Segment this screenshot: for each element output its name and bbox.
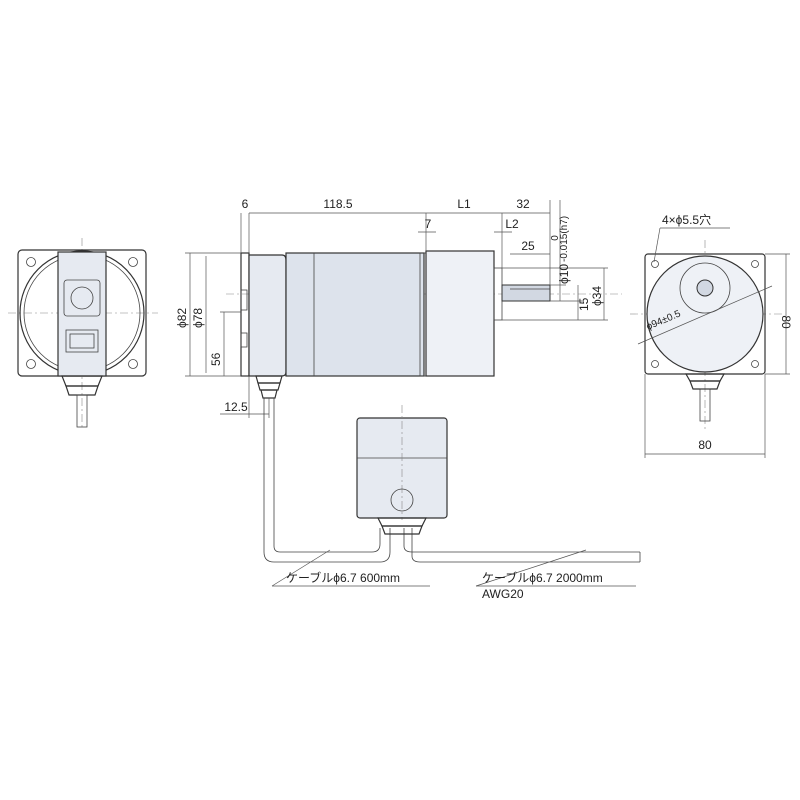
mount-hole-bl xyxy=(26,359,36,369)
motor-body xyxy=(285,252,425,377)
mount-hole-tr xyxy=(128,257,138,267)
gear-head xyxy=(425,250,495,377)
leader-cable2 xyxy=(475,549,587,587)
dim-15: 15 xyxy=(577,297,591,311)
motor-cable-inner xyxy=(273,398,381,553)
dim-phi78: ϕ78 xyxy=(191,308,205,328)
dim-80-bottom: 80 xyxy=(698,438,712,452)
front-pilot-circle xyxy=(679,262,731,314)
dim-phi82: ϕ82 xyxy=(175,308,189,328)
dim-L1: L1 xyxy=(457,197,471,211)
dim-6: 6 xyxy=(242,197,249,211)
side-gland-2 xyxy=(257,382,281,391)
front-gear-circle xyxy=(646,255,764,373)
rear-cable xyxy=(76,394,88,428)
controller-knob xyxy=(390,488,414,512)
terminal-knob xyxy=(70,286,94,310)
leader-cable1 xyxy=(271,549,331,587)
dim-7: 7 xyxy=(425,217,432,231)
awg-label: AWG20 xyxy=(482,587,524,601)
front-end-view xyxy=(630,227,790,458)
front-hole-tr xyxy=(751,260,759,268)
side-terminal-tab-1 xyxy=(240,289,248,311)
dim-line-phi94 xyxy=(637,285,773,345)
terminal-label-plate xyxy=(65,329,99,353)
dim-80-side: 80 xyxy=(779,315,793,329)
terminal-box xyxy=(57,251,107,377)
side-gland-1 xyxy=(255,375,283,384)
front-hole-br xyxy=(751,360,759,368)
cable1-label: ケーブルϕ6.7 600mm xyxy=(286,570,400,585)
side-gland-3 xyxy=(260,389,278,399)
cable-gland-2 xyxy=(65,385,99,396)
front-cable xyxy=(699,388,711,422)
dim-32: 32 xyxy=(516,197,530,211)
terminal-cover xyxy=(63,279,101,317)
dim-12-5: 12.5 xyxy=(224,400,248,414)
dim-holes: 4×ϕ5.5穴 xyxy=(662,212,711,227)
dim-phi34: ϕ34 xyxy=(590,286,604,306)
motor-cable-outer xyxy=(263,398,391,563)
side-terminal-box xyxy=(248,254,287,377)
mount-hole-br xyxy=(128,359,138,369)
dim-phi10-tol-zero: 0 xyxy=(550,235,561,241)
power-cable-lower xyxy=(411,528,640,563)
front-hole-tl xyxy=(651,260,659,268)
output-shaft xyxy=(501,284,551,302)
front-gland-2 xyxy=(689,380,721,390)
leader-holes xyxy=(653,227,661,263)
dim-phi10-tolerance: -0.015(h7) xyxy=(559,216,570,262)
dim-L2: L2 xyxy=(505,217,519,231)
cable2-label: ケーブルϕ6.7 2000mm xyxy=(482,570,603,585)
dim-118-5: 118.5 xyxy=(323,197,352,211)
side-terminal-tab-2 xyxy=(240,332,248,348)
side-endplate xyxy=(240,252,250,377)
cable-assembly xyxy=(263,398,641,587)
dim-phi10: ϕ10 xyxy=(557,264,571,284)
dim-25: 25 xyxy=(521,239,535,253)
front-shaft xyxy=(696,279,714,297)
power-cable-upper xyxy=(403,528,640,553)
rear-end-view xyxy=(8,238,158,430)
controller-gland-2 xyxy=(381,525,423,535)
front-hole-bl xyxy=(651,360,659,368)
mount-hole-tl xyxy=(26,257,36,267)
side-view xyxy=(185,200,622,418)
terminal-label-inner xyxy=(69,333,95,349)
dim-56: 56 xyxy=(209,352,223,366)
